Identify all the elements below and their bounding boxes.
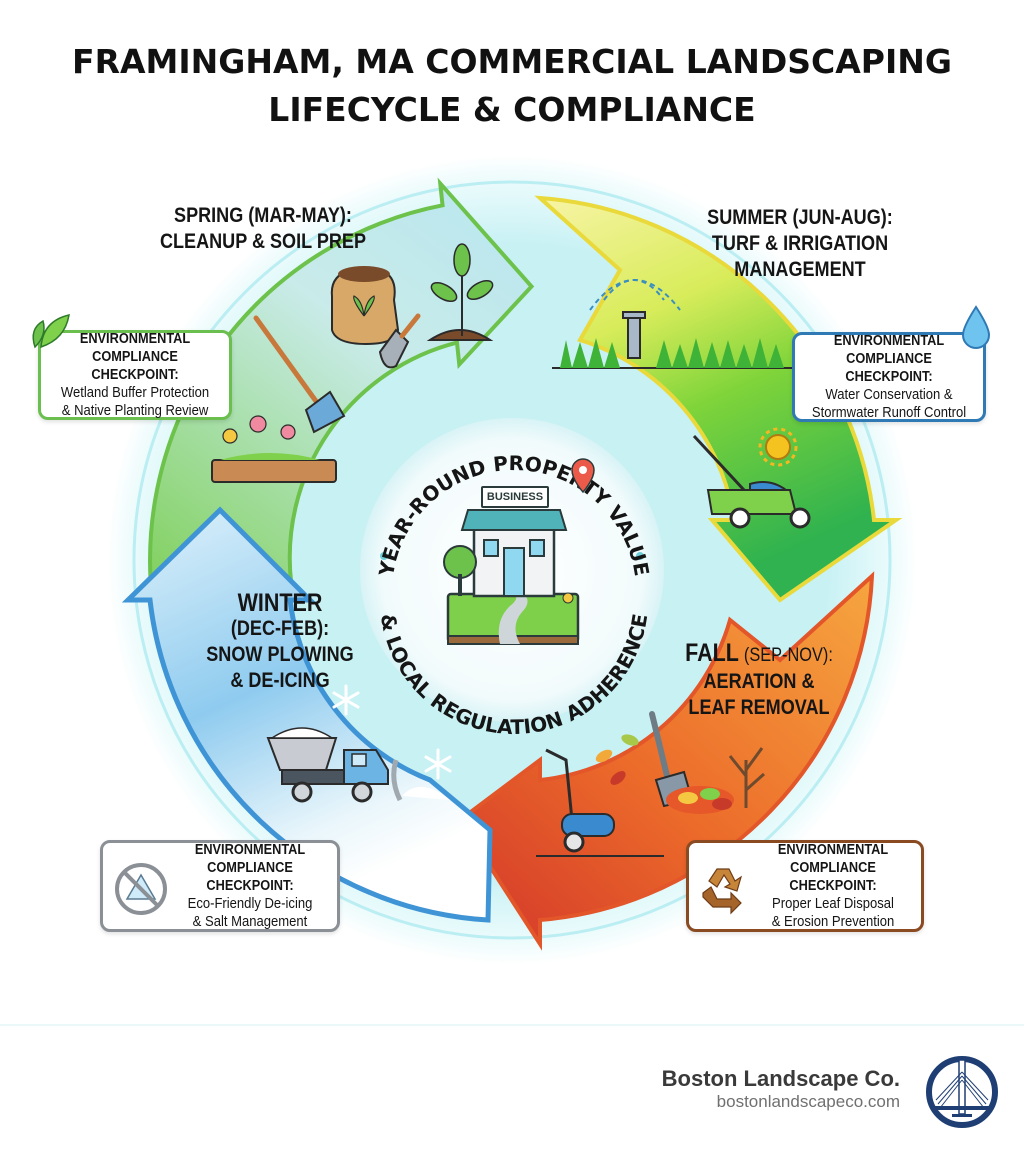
summer-checkpoint-card: ENVIRONMENTAL COMPLIANCE CHECKPOINT: Wat… xyxy=(792,305,991,422)
fall-label: FALL (SEP-NOV): AERATION & LEAF REMOVAL xyxy=(685,639,833,719)
soil-bag-icon xyxy=(330,266,400,346)
rake-icon xyxy=(253,315,346,434)
page-title: FRAMINGHAM, MA COMMERCIAL LANDSCAPING LI… xyxy=(0,38,1024,134)
snow-plow-icon xyxy=(391,759,450,802)
fall-checkpoint-card: ENVIRONMENTAL COMPLIANCE CHECKPOINT: Pro… xyxy=(686,840,924,932)
bare-tree-icon xyxy=(728,747,765,808)
seedling-icon xyxy=(426,243,494,341)
footer-divider xyxy=(0,1024,1024,1026)
aerator-icon xyxy=(536,748,664,857)
sprinkler-icon xyxy=(589,279,681,359)
winter-label: WINTER (DEC-FEB): SNOW PLOWING & DE-ICIN… xyxy=(206,589,354,692)
title-line-1: FRAMINGHAM, MA COMMERCIAL LANDSCAPING xyxy=(72,42,952,81)
business-sign: BUSINESS xyxy=(481,486,549,508)
summer-label: SUMMER (JUN-AUG): TURF & IRRIGATION MANA… xyxy=(707,206,893,281)
salt-spreader-truck-icon xyxy=(266,727,389,803)
lawn-mower-icon xyxy=(692,434,811,529)
water-drop-icon xyxy=(961,305,991,349)
leaves-icon xyxy=(32,314,70,349)
company-url: bostonlandscapeco.com xyxy=(716,1092,900,1111)
winter-checkpoint-card: ENVIRONMENTAL COMPLIANCE CHECKPOINT: Eco… xyxy=(100,840,340,932)
flower-planter-icon xyxy=(211,415,337,483)
spring-label: SPRING (MAR-MAY): CLEANUP & SOIL PREP xyxy=(159,204,367,253)
sun-icon xyxy=(758,427,798,467)
falling-leaves-icon xyxy=(595,734,639,785)
leaf-pile-icon xyxy=(666,786,734,814)
summer-segment xyxy=(534,195,903,603)
recycle-icon xyxy=(702,868,743,915)
spring-checkpoint-card: ENVIRONMENTAL COMPLIANCE CHECKPOINT: Wet… xyxy=(32,314,232,420)
grass-icon xyxy=(552,338,792,369)
snowflake-icon xyxy=(332,684,452,780)
trowel-icon xyxy=(378,313,421,369)
no-salt-icon xyxy=(115,863,167,915)
storefront-icon xyxy=(443,458,595,645)
winter-segment xyxy=(121,506,493,923)
company-name: Boston Landscape Co. xyxy=(661,1066,900,1091)
bridge-logo-icon xyxy=(926,1056,998,1128)
title-line-2: LIFECYCLE & COMPLIANCE xyxy=(268,90,756,129)
